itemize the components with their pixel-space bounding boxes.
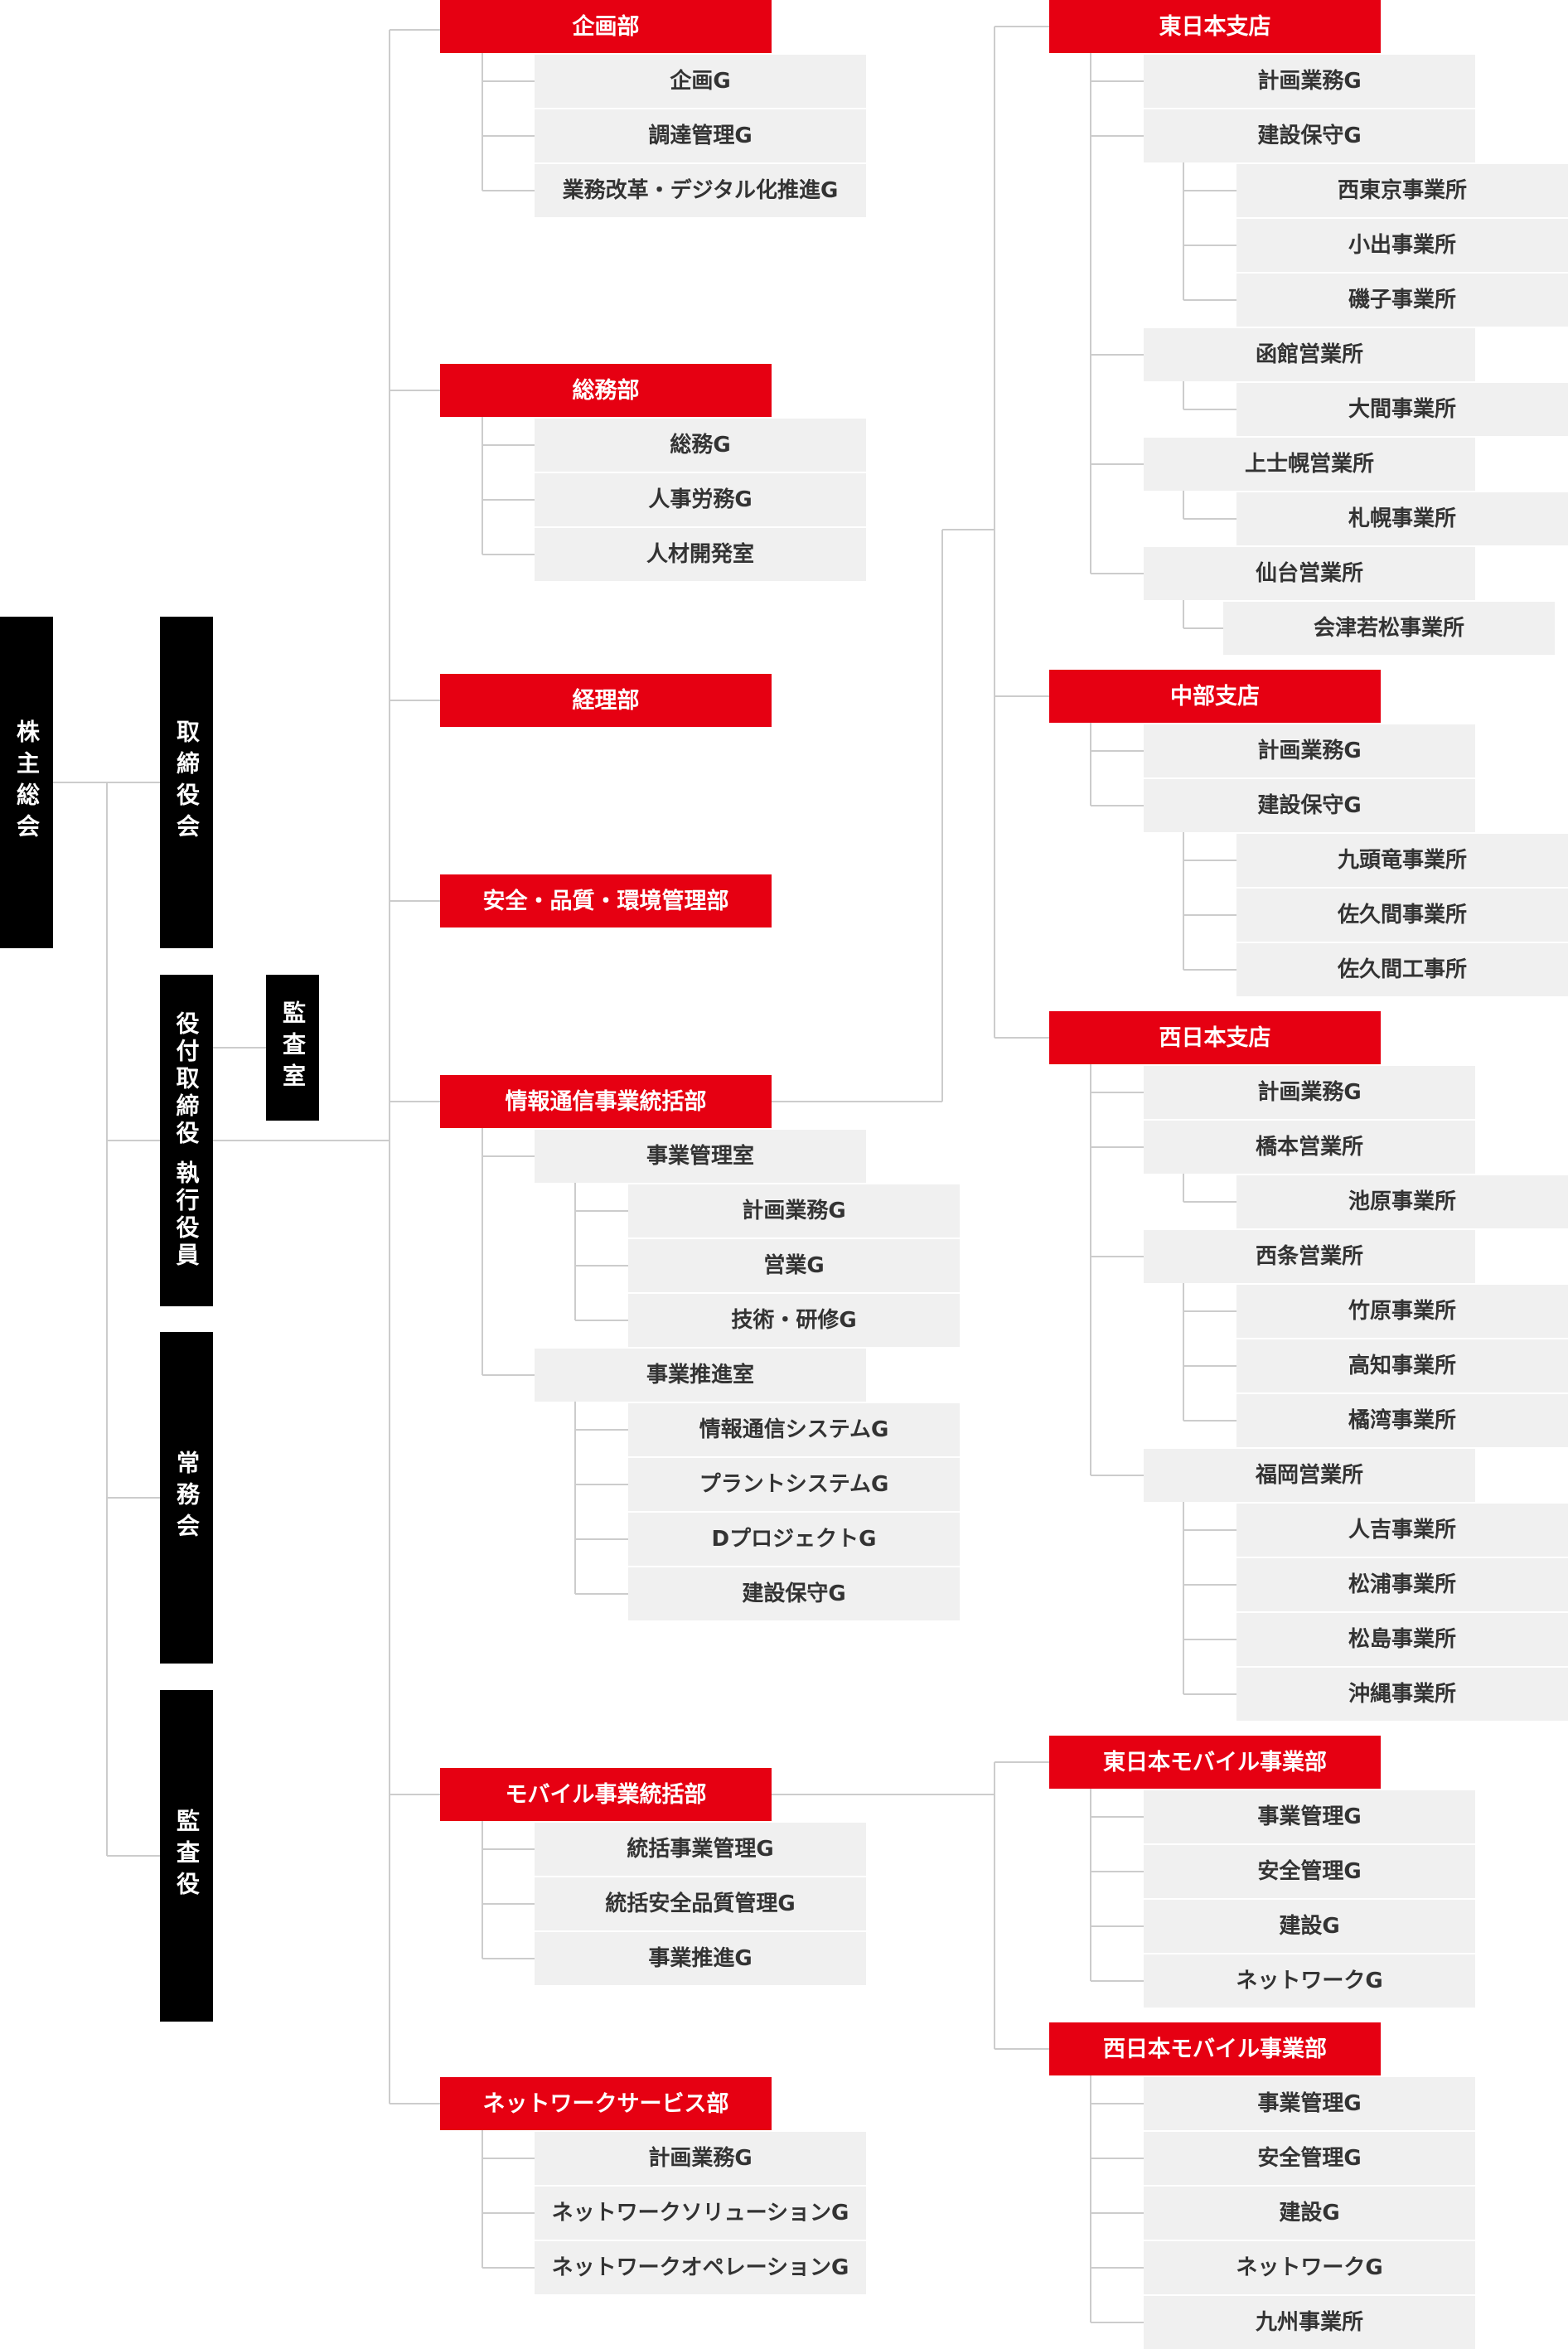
dept-mobile: モバイル事業統括部 (440, 1768, 772, 1821)
chubu-planning: 計画業務G (1144, 724, 1475, 777)
unit-planning-g: 企画G (535, 55, 866, 108)
mobile-unit-safety: 統括安全品質管理G (535, 1877, 866, 1930)
executive-officers: 役付取締役 執行役員 (160, 975, 213, 1306)
west-saijo: 西条営業所 (1144, 1230, 1475, 1283)
unit-talent-dev: 人材開発室 (535, 528, 866, 581)
unit-procurement-g: 調達管理G (535, 109, 866, 162)
managing-committee: 常務会 (160, 1332, 213, 1664)
west-planning: 計画業務G (1144, 1066, 1475, 1119)
east-office-isogo: 磯子事業所 (1236, 274, 1568, 327)
ict-unit-system: 情報通信システムG (628, 1403, 960, 1456)
west-office-matsuura: 松浦事業所 (1236, 1558, 1568, 1611)
dept-ict: 情報通信事業統括部 (440, 1075, 772, 1128)
shareholders-meeting: 株主総会 (0, 617, 53, 948)
east-office-oma: 大間事業所 (1236, 383, 1568, 436)
dept-general-affairs: 総務部 (440, 364, 772, 417)
branch-chubu: 中部支店 (1049, 670, 1381, 723)
dept-network-service: ネットワークサービス部 (440, 2077, 772, 2130)
ict-business-mgmt: 事業管理室 (535, 1130, 866, 1183)
ns-unit-solution: ネットワークソリューションG (535, 2187, 866, 2240)
audit-office: 監査室 (266, 975, 319, 1121)
wm-unit-safety: 安全管理G (1144, 2132, 1475, 2185)
branch-east: 東日本支店 (1049, 0, 1381, 53)
div-west-mobile: 西日本モバイル事業部 (1049, 2022, 1381, 2075)
west-office-okinawa: 沖縄事業所 (1236, 1668, 1568, 1721)
dept-accounting: 経理部 (440, 674, 772, 727)
em-unit-safety: 安全管理G (1144, 1845, 1475, 1898)
ict-unit-tech-training: 技術・研修G (628, 1294, 960, 1347)
wm-unit-mgmt: 事業管理G (1144, 2077, 1475, 2130)
em-unit-mgmt: 事業管理G (1144, 1790, 1475, 1843)
east-office-nishitokyo: 西東京事業所 (1236, 164, 1568, 217)
chubu-works-sakuma: 佐久間工事所 (1236, 943, 1568, 996)
unit-general-affairs-g: 総務G (535, 419, 866, 472)
ict-unit-plant: プラントシステムG (628, 1458, 960, 1511)
east-planning: 計画業務G (1144, 55, 1475, 108)
mobile-unit-promo: 事業推進G (535, 1932, 866, 1985)
ict-unit-planning: 計画業務G (628, 1184, 960, 1237)
east-kamishihoro: 上士幌営業所 (1144, 438, 1475, 491)
div-east-mobile: 東日本モバイル事業部 (1049, 1736, 1381, 1789)
west-office-tachibanawan: 橘湾事業所 (1236, 1394, 1568, 1447)
wm-unit-kyushu: 九州事業所 (1144, 2296, 1475, 2349)
chubu-office-sakuma: 佐久間事業所 (1236, 889, 1568, 942)
mobile-unit-mgmt: 統括事業管理G (535, 1823, 866, 1876)
west-fukuoka: 福岡営業所 (1144, 1449, 1475, 1502)
chubu-construction: 建設保守G (1144, 779, 1475, 832)
east-office-sapporo: 札幌事業所 (1236, 492, 1568, 545)
corporate-auditor: 監査役 (160, 1690, 213, 2022)
em-unit-construction: 建設G (1144, 1900, 1475, 1953)
dept-safety-quality: 安全・品質・環境管理部 (440, 874, 772, 927)
ict-unit-construction: 建設保守G (628, 1567, 960, 1620)
branch-west: 西日本支店 (1049, 1011, 1381, 1064)
west-hashimoto: 橋本営業所 (1144, 1121, 1475, 1174)
ict-unit-sales: 営業G (628, 1239, 960, 1292)
west-office-ikehara: 池原事業所 (1236, 1175, 1568, 1228)
west-office-hitoyoshi: 人吉事業所 (1236, 1504, 1568, 1557)
board-of-directors: 取締役会 (160, 617, 213, 948)
east-sendai: 仙台営業所 (1144, 547, 1475, 600)
west-office-matsushima: 松島事業所 (1236, 1613, 1568, 1666)
unit-dx-g: 業務改革・デジタル化推進G (535, 164, 866, 217)
chubu-office-kuzuryu: 九頭竜事業所 (1236, 834, 1568, 887)
ict-unit-d-project: DプロジェクトG (628, 1513, 960, 1566)
wm-unit-network: ネットワークG (1144, 2241, 1475, 2294)
ns-unit-planning: 計画業務G (535, 2132, 866, 2185)
ns-unit-operation: ネットワークオペレーションG (535, 2241, 866, 2294)
west-office-takehara: 竹原事業所 (1236, 1285, 1568, 1338)
dept-planning: 企画部 (440, 0, 772, 53)
east-hakodate: 函館営業所 (1144, 328, 1475, 381)
east-office-koide: 小出事業所 (1236, 219, 1568, 272)
west-office-kochi: 高知事業所 (1236, 1339, 1568, 1392)
unit-hr-g: 人事労務G (535, 473, 866, 526)
east-construction: 建設保守G (1144, 109, 1475, 162)
wm-unit-construction: 建設G (1144, 2187, 1475, 2240)
ict-business-promo: 事業推進室 (535, 1349, 866, 1402)
east-office-aizuwakamatsu: 会津若松事業所 (1223, 602, 1555, 655)
em-unit-network: ネットワークG (1144, 1954, 1475, 2008)
